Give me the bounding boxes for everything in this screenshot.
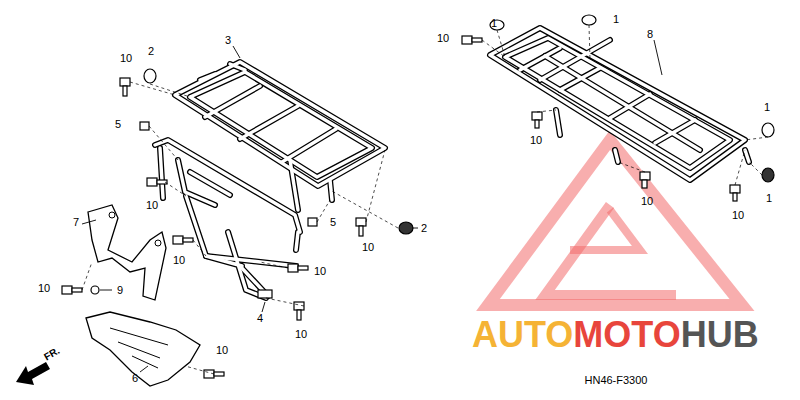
callout-number: 1 (766, 193, 772, 204)
callout-number: 10 (173, 255, 185, 266)
callout-number: 10 (641, 196, 653, 207)
callout-number: 1 (491, 18, 497, 29)
diagram-code: HN46-F3300 (585, 375, 648, 386)
callout-number: 4 (257, 313, 263, 324)
callout-number: 10 (437, 33, 449, 44)
callout-number: 3 (225, 35, 231, 46)
callout-number: 10 (120, 53, 132, 64)
watermark-text: HUB (681, 317, 759, 353)
callout-number: 10 (362, 242, 374, 253)
callout-number: 9 (117, 285, 123, 296)
callout-number: 10 (38, 283, 50, 294)
watermark-text: MOTO (573, 317, 680, 353)
callout-number: 8 (647, 29, 653, 40)
callout-number: 10 (732, 210, 744, 221)
callout-number: 10 (146, 200, 158, 211)
callout-number: 7 (73, 217, 79, 228)
callout-number: 10 (530, 135, 542, 146)
callout-number: 6 (132, 373, 138, 384)
callout-number: 10 (216, 345, 228, 356)
front-indicator: FR. (43, 346, 62, 363)
callout-number: 5 (115, 119, 121, 130)
watermark-text: AUTO (472, 317, 573, 353)
callout-number: 2 (421, 223, 427, 234)
callout-number: 1 (613, 14, 619, 25)
callout-number: 10 (295, 329, 307, 340)
callout-number: 2 (148, 46, 154, 57)
callout-number: 5 (330, 217, 336, 228)
callout-number: 10 (314, 266, 326, 277)
callout-number: 1 (764, 102, 770, 113)
